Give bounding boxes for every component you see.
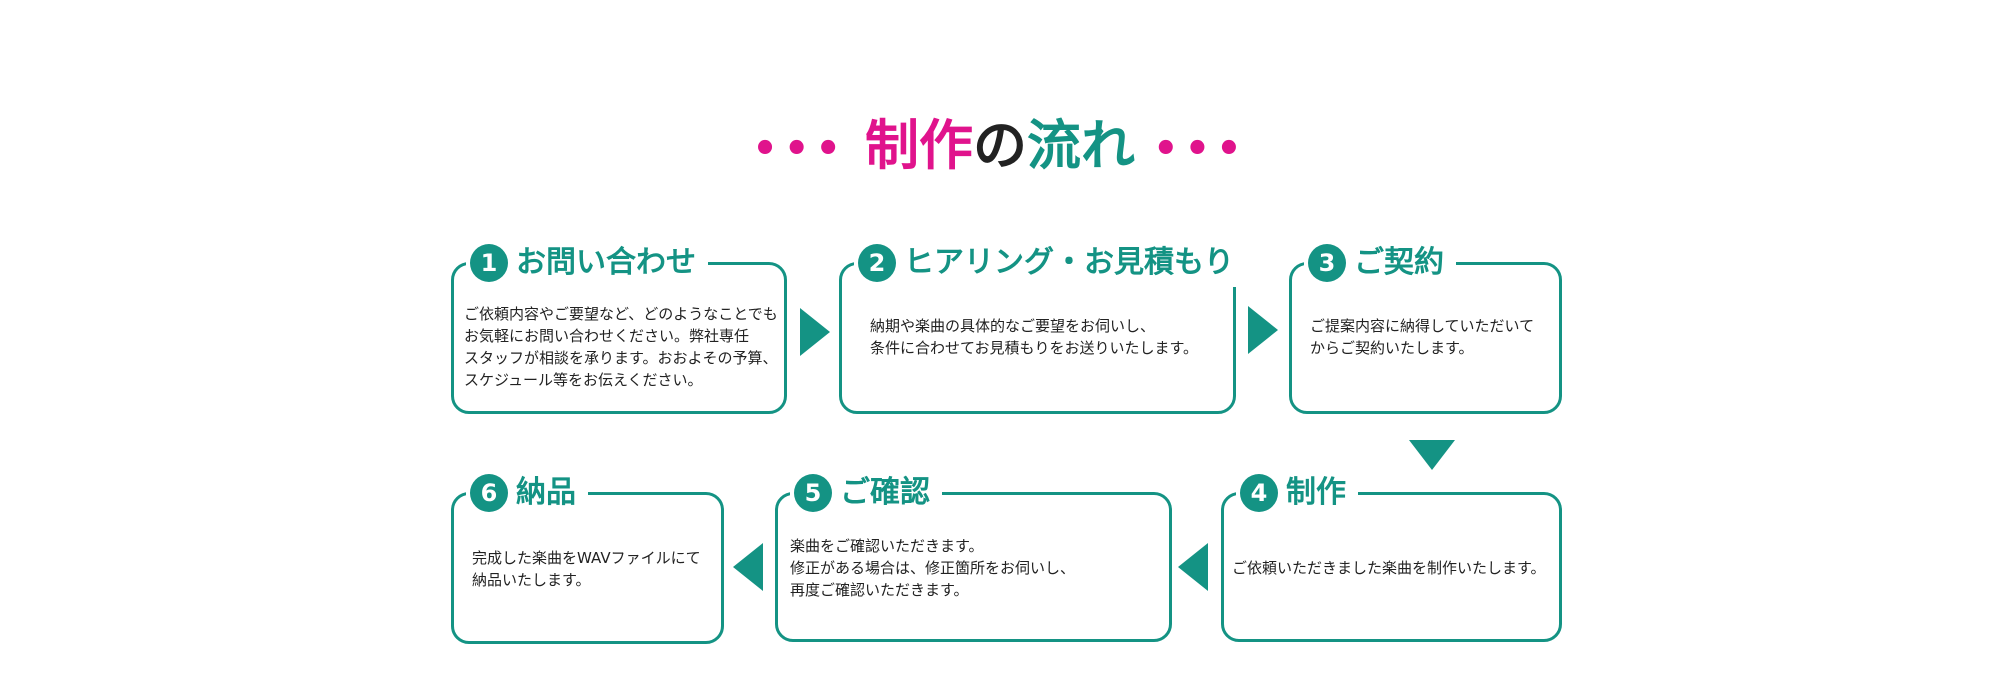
step-2-number-badge: 2 (858, 244, 896, 282)
step-5-line: 修正がある場合は、修正箇所をお伺いし、 (790, 559, 1076, 577)
step-5-heading: ご確認 (840, 475, 930, 510)
step-6-box: 6 納品 完成した楽曲をWAVファイルにて 納品いたします。 (451, 469, 724, 644)
arrow-down-3-to-4 (1409, 440, 1455, 470)
step-5-line: 再度ご確認いただきます。 (790, 581, 969, 599)
step-3-heading: ご契約 (1354, 245, 1444, 280)
step-6-header: 6 納品 (466, 469, 588, 517)
step-1-line: お気軽にお問い合わせください。弊社専任 (464, 327, 750, 345)
title-part-seisaku: 制作 (865, 114, 973, 177)
step-3-line: ご提案内容に納得していただいて (1310, 317, 1535, 335)
step-6-line: 納品いたします。 (472, 571, 591, 589)
step-2-line: 納期や楽曲の具体的なご要望をお伺いし、 (870, 317, 1156, 335)
page-title: ••• 制作の流れ ••• (0, 108, 2000, 187)
step-3-box: 3 ご契約 ご提案内容に納得していただいて からご契約いたします。 (1289, 239, 1562, 414)
step-1-line: スケジュール等をお伝えください。 (464, 371, 703, 389)
step-6-line: 完成した楽曲をWAVファイルにて (472, 549, 701, 567)
step-3-number-badge: 3 (1308, 244, 1346, 282)
step-4-description: ご依頼いただきました楽曲を制作いたします。 (1232, 557, 1546, 579)
step-1-header: 1 お問い合わせ (466, 239, 708, 287)
step-1-line: ご依頼内容やご要望など、どのようなことでも (464, 305, 778, 323)
step-5-number-badge: 5 (794, 474, 832, 512)
step-3-description: ご提案内容に納得していただいて からご契約いたします。 (1310, 315, 1534, 359)
arrow-left-4-to-5 (1178, 543, 1208, 591)
step-4-line: ご依頼いただきました楽曲を制作いたします。 (1232, 559, 1546, 577)
step-3-header: 3 ご契約 (1304, 239, 1456, 287)
step-5-header: 5 ご確認 (790, 469, 942, 517)
step-4-number-badge: 4 (1240, 474, 1278, 512)
step-2-line: 条件に合わせてお見積もりをお送りいたします。 (870, 339, 1199, 357)
step-6-heading: 納品 (516, 475, 576, 510)
step-1-line: スタッフが相談を承ります。おおよその予算、 (464, 349, 778, 367)
arrow-right-1-to-2 (800, 308, 830, 356)
title-part-no: の (973, 114, 1027, 177)
step-3-line: からご契約いたします。 (1310, 339, 1474, 357)
step-5-line: 楽曲をご確認いただきます。 (790, 537, 984, 555)
step-2-heading: ヒアリング・お見積もり (904, 245, 1234, 280)
step-6-number-badge: 6 (470, 474, 508, 512)
step-4-heading: 制作 (1286, 475, 1346, 510)
step-2-description: 納期や楽曲の具体的なご要望をお伺いし、 条件に合わせてお見積もりをお送りいたしま… (870, 315, 1198, 359)
step-1-heading: お問い合わせ (516, 245, 696, 280)
step-5-description: 楽曲をご確認いただきます。 修正がある場合は、修正箇所をお伺いし、 再度ご確認い… (790, 535, 1075, 601)
title-dots-right: ••• (1153, 126, 1248, 173)
arrow-right-2-to-3 (1248, 306, 1278, 354)
step-6-description: 完成した楽曲をWAVファイルにて 納品いたします。 (472, 547, 701, 591)
step-2-box: 2 ヒアリング・お見積もり 納期や楽曲の具体的なご要望をお伺いし、 条件に合わせ… (839, 239, 1246, 414)
step-2-header: 2 ヒアリング・お見積もり (854, 239, 1246, 287)
step-5-box: 5 ご確認 楽曲をご確認いただきます。 修正がある場合は、修正箇所をお伺いし、 … (775, 469, 1172, 642)
arrow-left-5-to-6 (733, 543, 763, 591)
step-4-header: 4 制作 (1236, 469, 1358, 517)
step-1-number-badge: 1 (470, 244, 508, 282)
step-4-box: 4 制作 ご依頼いただきました楽曲を制作いたします。 (1221, 469, 1562, 642)
step-1-box: 1 お問い合わせ ご依頼内容やご要望など、どのようなことでも お気軽にお問い合わ… (451, 239, 787, 414)
title-dots-left: ••• (752, 126, 847, 173)
step-1-description: ご依頼内容やご要望など、どのようなことでも お気軽にお問い合わせください。弊社専… (464, 303, 778, 391)
title-part-nagare: 流れ (1027, 114, 1135, 177)
